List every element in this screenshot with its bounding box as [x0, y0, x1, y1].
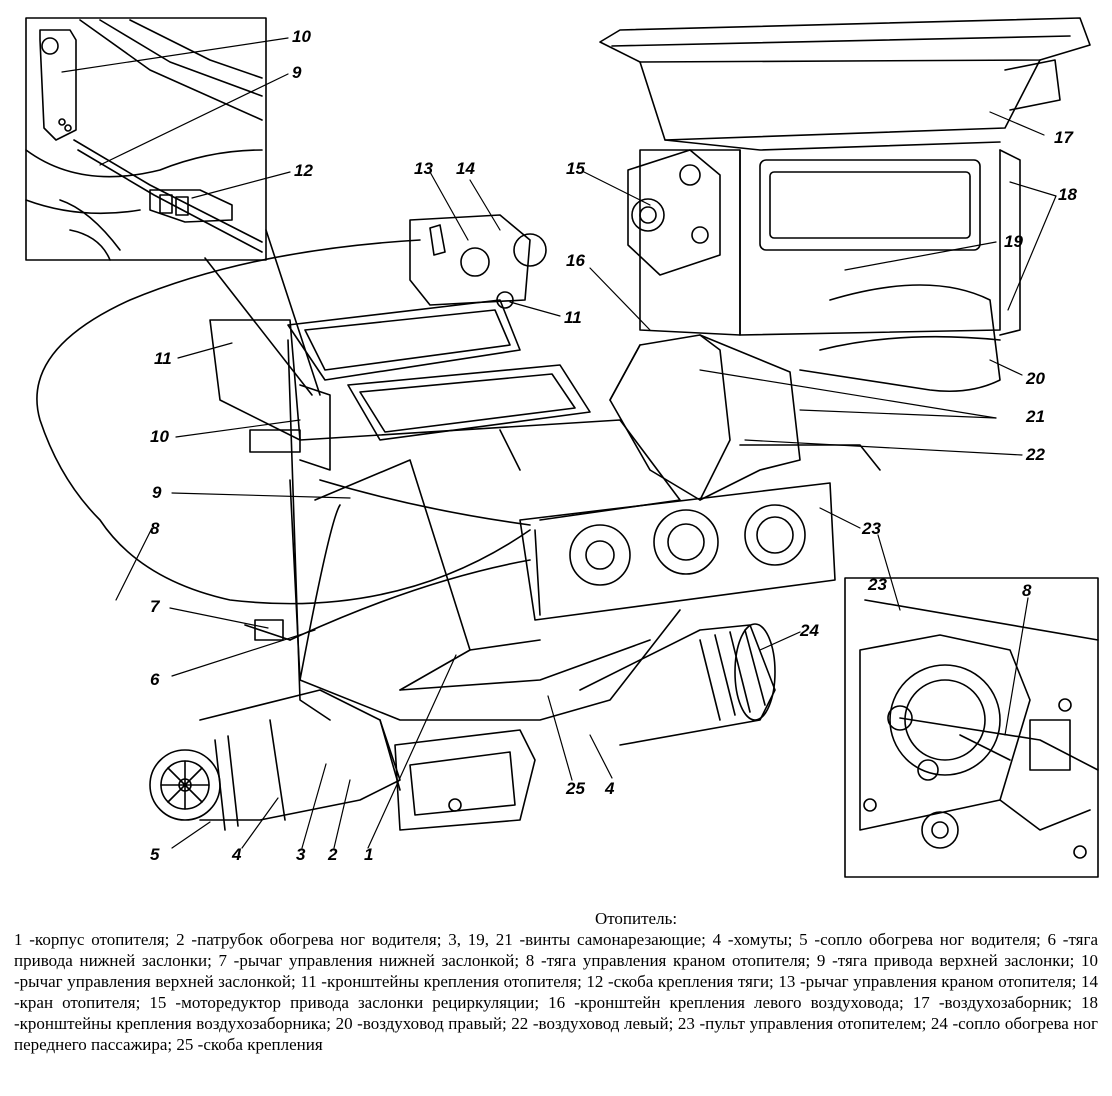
- heater-body: [209, 299, 681, 721]
- callout-24: 24: [799, 621, 819, 640]
- callout-9-left: 9: [152, 483, 162, 502]
- callout-17: 17: [1054, 128, 1074, 147]
- heater-tap: [409, 214, 547, 309]
- passenger-nozzle: [579, 623, 776, 746]
- callout-11-right: 11: [564, 308, 582, 327]
- callout-16: 16: [566, 251, 585, 270]
- callout-21: 21: [1025, 407, 1045, 426]
- callout-25: 25: [565, 779, 585, 798]
- callout-12: 12: [294, 161, 313, 180]
- callout-23-inset: 23: [867, 575, 887, 594]
- callout-15: 15: [566, 159, 585, 178]
- callout-22: 22: [1025, 445, 1045, 464]
- callout-4-right: 4: [604, 779, 615, 798]
- figure-caption: Отопитель: 1 -корпус отопителя; 2 -патру…: [14, 908, 1098, 1055]
- callout-4-left: 4: [231, 845, 242, 864]
- callout-11-left: 11: [154, 349, 172, 368]
- control-cables: [36, 239, 531, 641]
- callout-10-top: 10: [292, 27, 311, 46]
- callout-3: 3: [296, 845, 306, 864]
- lower-bracket: [394, 729, 536, 831]
- caption-legend: 1 -корпус отопителя; 2 -патрубок обогрев…: [14, 930, 1098, 1054]
- callout-14: 14: [456, 159, 475, 178]
- callout-8-left: 8: [150, 519, 160, 538]
- inset-panel-lever: [844, 577, 1099, 878]
- callout-18: 18: [1058, 185, 1077, 204]
- air-intake-assembly: [599, 17, 1091, 336]
- control-panel: [519, 482, 836, 621]
- callout-23: 23: [861, 519, 881, 538]
- air-ducts: [609, 284, 1001, 501]
- heater-assembly-diagram: 10 9 12 13 14 15 16 11 17 18 19 20 21 22…: [25, 17, 1099, 878]
- callout-8-inset: 8: [1022, 581, 1032, 600]
- callout-13: 13: [414, 159, 433, 178]
- callout-2: 2: [327, 845, 338, 864]
- callout-20: 20: [1025, 369, 1045, 388]
- callout-7: 7: [150, 597, 161, 616]
- callout-5: 5: [150, 845, 160, 864]
- caption-title: Отопитель:: [594, 909, 678, 928]
- callout-9-top: 9: [292, 63, 302, 82]
- callout-10-left: 10: [150, 427, 169, 446]
- callout-1: 1: [364, 845, 373, 864]
- leader-lines: [61, 37, 1057, 849]
- driver-nozzle: [149, 689, 401, 831]
- inset-cable-bracket: [25, 17, 267, 261]
- callout-6: 6: [150, 670, 160, 689]
- callout-19: 19: [1004, 232, 1023, 251]
